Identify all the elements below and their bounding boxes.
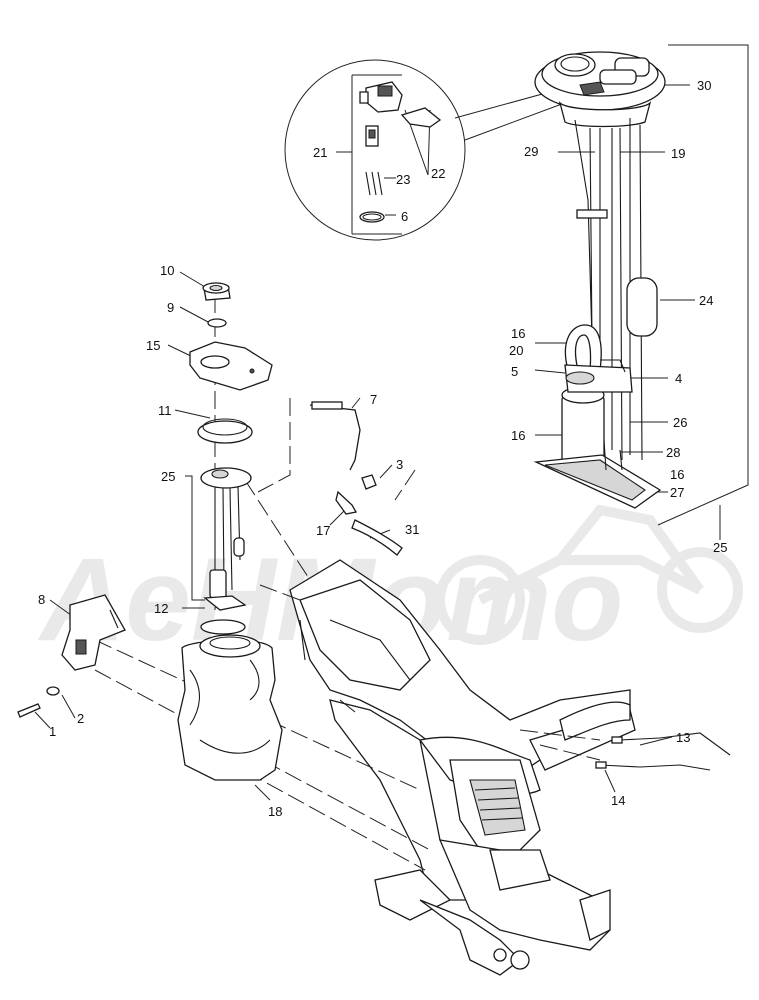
callout-labels: 30 29 19 21 22 23 6 10 9 15 24 16 20 5 4…: [38, 78, 727, 819]
callout-28: 28: [666, 445, 680, 460]
callout-19: 19: [671, 146, 685, 161]
detail-connector-parts: [359, 81, 442, 223]
callout-15: 15: [146, 338, 160, 353]
callout-23: 23: [396, 172, 410, 187]
callout-9: 9: [167, 300, 174, 315]
callout-25-right: 25: [713, 540, 727, 555]
callout-31: 31: [405, 522, 419, 537]
fuel-tank-components: [17, 282, 731, 781]
callout-2: 2: [77, 711, 84, 726]
callout-25-left: 25: [161, 469, 175, 484]
callout-10: 10: [160, 263, 174, 278]
callout-12: 12: [154, 601, 168, 616]
watermark-motorcycle-icon: [435, 504, 743, 645]
callout-26: 26: [673, 415, 687, 430]
callout-8: 8: [38, 592, 45, 607]
callout-16-top: 16: [511, 326, 525, 341]
callout-6: 6: [401, 209, 408, 224]
callout-16-low: 16: [670, 467, 684, 482]
callout-29: 29: [524, 144, 538, 159]
callout-30: 30: [697, 78, 711, 93]
callout-11: 11: [158, 403, 172, 418]
callout-24: 24: [699, 293, 713, 308]
callout-7: 7: [370, 392, 377, 407]
fuel-pump-assembly-detail: [533, 51, 666, 509]
callout-3: 3: [396, 457, 403, 472]
callout-22: 22: [431, 166, 445, 181]
callout-1: 1: [49, 724, 56, 739]
callout-16-mid: 16: [511, 428, 525, 443]
callout-5: 5: [511, 364, 518, 379]
callout-27: 27: [670, 485, 684, 500]
detail-magnifier-circle: [284, 59, 466, 241]
callout-4: 4: [675, 371, 682, 386]
callout-21: 21: [313, 145, 327, 160]
callout-18: 18: [268, 804, 282, 819]
callout-17: 17: [316, 523, 330, 538]
callout-20: 20: [509, 343, 523, 358]
motorcycle-frame: [289, 559, 636, 976]
callout-14: 14: [611, 793, 625, 808]
callout-13: 13: [676, 730, 690, 745]
